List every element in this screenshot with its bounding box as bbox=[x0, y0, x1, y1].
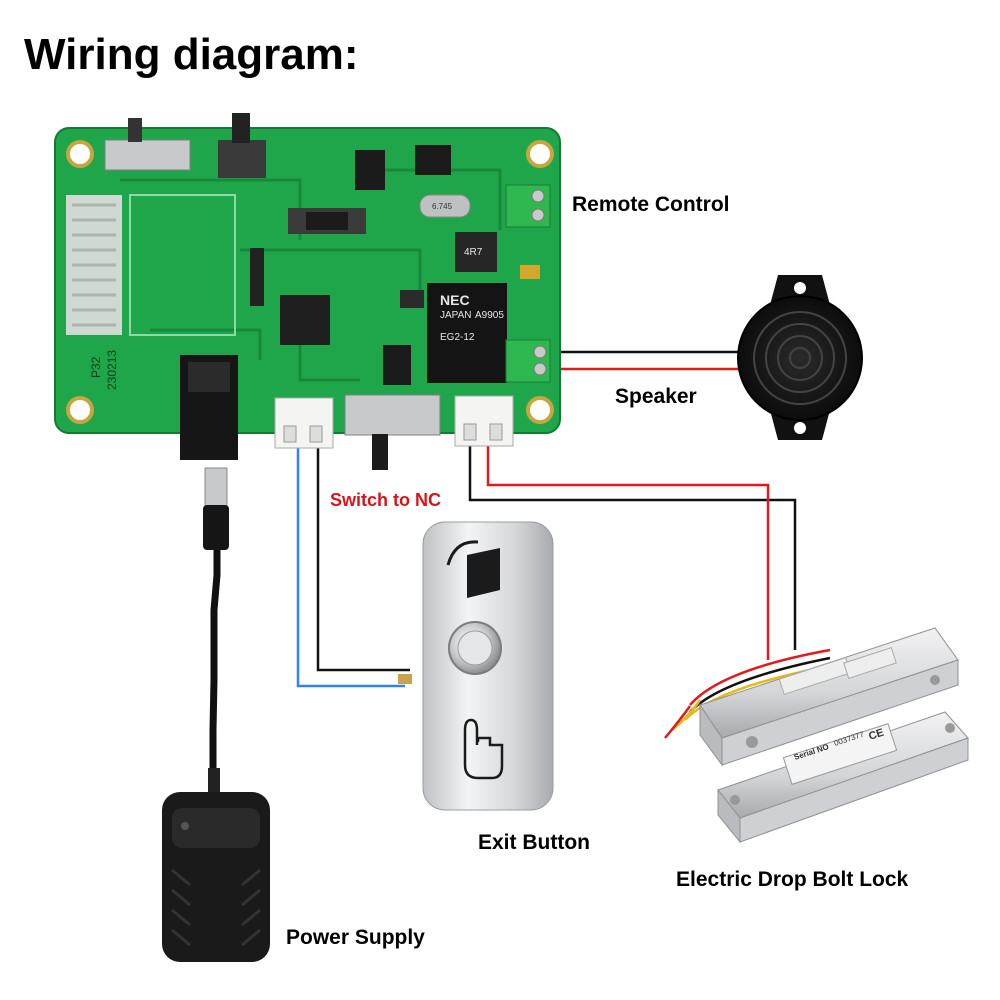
inductor bbox=[455, 232, 497, 272]
crystal-marking: 6.745 bbox=[432, 202, 453, 211]
speaker-terminal-block bbox=[505, 339, 551, 383]
wires bbox=[209, 350, 797, 794]
tact-switch-top bbox=[218, 140, 266, 178]
electric-drop-bolt-lock: Serial NO 0037377 CE bbox=[664, 627, 969, 844]
remote-terminal-block bbox=[505, 184, 551, 228]
button-wire-blue bbox=[296, 448, 405, 688]
lock-wire-black bbox=[468, 440, 797, 650]
power-supply-label: Power Supply bbox=[286, 926, 425, 949]
button-wire-black bbox=[316, 448, 410, 672]
mounting-hole bbox=[526, 140, 554, 168]
switch-to-nc-label: Switch to NC bbox=[330, 490, 441, 510]
power-supply-device bbox=[162, 467, 270, 962]
radio-module-outline bbox=[129, 194, 236, 336]
mounting-hole bbox=[66, 396, 94, 424]
header-pins bbox=[250, 248, 264, 306]
inductor-marking: 4R7 bbox=[464, 247, 483, 258]
slide-switch-top bbox=[104, 139, 191, 171]
remote-control-label: Remote Control bbox=[572, 193, 730, 216]
speaker bbox=[737, 275, 863, 440]
mounting-hole bbox=[526, 396, 554, 424]
crystal-oscillator bbox=[419, 194, 471, 218]
mounting-hole bbox=[66, 140, 94, 168]
hand-press-icon bbox=[463, 718, 504, 780]
relay bbox=[427, 283, 507, 383]
page-title: Wiring diagram: bbox=[24, 30, 359, 79]
ic-chip bbox=[383, 345, 411, 385]
control-board: 6.745 4R7 NEC JAPAN A9905 EG2-12 bbox=[54, 113, 561, 470]
exit-button-label: Exit Button bbox=[478, 831, 590, 854]
ce-mark: CE bbox=[867, 727, 885, 743]
lock-wire-red bbox=[486, 440, 770, 660]
power-cable bbox=[209, 541, 221, 794]
speaker-label: Speaker bbox=[615, 385, 697, 408]
board-model: P32 bbox=[89, 356, 103, 378]
nc-no-slide-switch bbox=[344, 394, 441, 436]
ic-chip bbox=[355, 150, 385, 190]
electric-drop-bolt-lock-label: Electric Drop Bolt Lock bbox=[676, 868, 909, 891]
ic-chip bbox=[415, 145, 451, 175]
speaker-grille bbox=[753, 311, 847, 405]
relay-brand: NEC bbox=[440, 292, 470, 308]
board-date-code: 230213 bbox=[105, 350, 119, 390]
relay-model: EG2-12 bbox=[440, 332, 475, 343]
ic-chip-qfp bbox=[280, 295, 330, 345]
relay-country: JAPAN bbox=[440, 310, 472, 321]
relay-code: A9905 bbox=[475, 310, 504, 321]
door-exit-icon bbox=[467, 548, 500, 598]
exit-button-device bbox=[398, 521, 554, 811]
